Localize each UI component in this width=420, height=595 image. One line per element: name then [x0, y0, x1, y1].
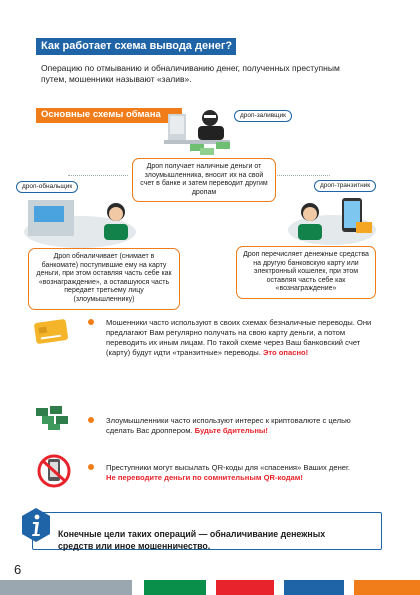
qr-prohibited-icon	[37, 454, 71, 488]
phone-illustration	[288, 198, 376, 245]
item-bullet	[88, 319, 94, 325]
warning-text: Будьте бдительны!	[194, 426, 268, 435]
crypto-icon	[36, 406, 68, 430]
warning-text: Это опасно!	[263, 348, 309, 357]
connector-right	[270, 175, 330, 176]
footer-bar-orange	[354, 580, 420, 595]
warning-text: Не переводите деньги по сомнительным QR-…	[106, 473, 303, 482]
role-obnalshchik: дроп-обнальщик	[16, 181, 79, 193]
footer-bar-blue	[284, 580, 344, 595]
role-tranzitnik: дроп-транзитник	[314, 180, 377, 192]
box-zalivshchik: Дроп получает наличные деньги от злоумыш…	[132, 158, 276, 203]
page-title: Как работает схема вывода денег?	[36, 38, 236, 55]
intro-text: Операцию по отмыванию и обналичиванию де…	[41, 63, 340, 84]
item-text: Преступники могут высылать QR-коды для «…	[106, 463, 350, 482]
item-bullet	[88, 417, 94, 423]
atm-illustration	[24, 200, 136, 248]
item-text: Мошенники часто используют в своих схема…	[106, 318, 372, 357]
footer-bar-green	[144, 580, 206, 595]
box-tranzitnik: Дроп перечисляет денежные средства на др…	[236, 246, 376, 299]
item-text: Злоумышленники часто используют интерес …	[106, 416, 351, 435]
page-number: 6	[14, 562, 22, 577]
role-zalivshchik: дроп-заливщик	[234, 110, 293, 122]
schemes-header: Основные схемы обмана	[36, 108, 182, 123]
box-obnalshchik: Дроп обналичивает (снимает в банкомате) …	[28, 248, 180, 310]
info-icon	[22, 508, 50, 542]
footer-bar-red	[216, 580, 274, 595]
hacker-illustration	[164, 110, 230, 155]
item-bullet	[88, 464, 94, 470]
footer-bar-gray	[0, 580, 132, 595]
bank-card-icon	[34, 319, 68, 344]
connector-left	[68, 175, 128, 176]
final-note: Конечные цели таких операций — обналичив…	[58, 529, 326, 551]
